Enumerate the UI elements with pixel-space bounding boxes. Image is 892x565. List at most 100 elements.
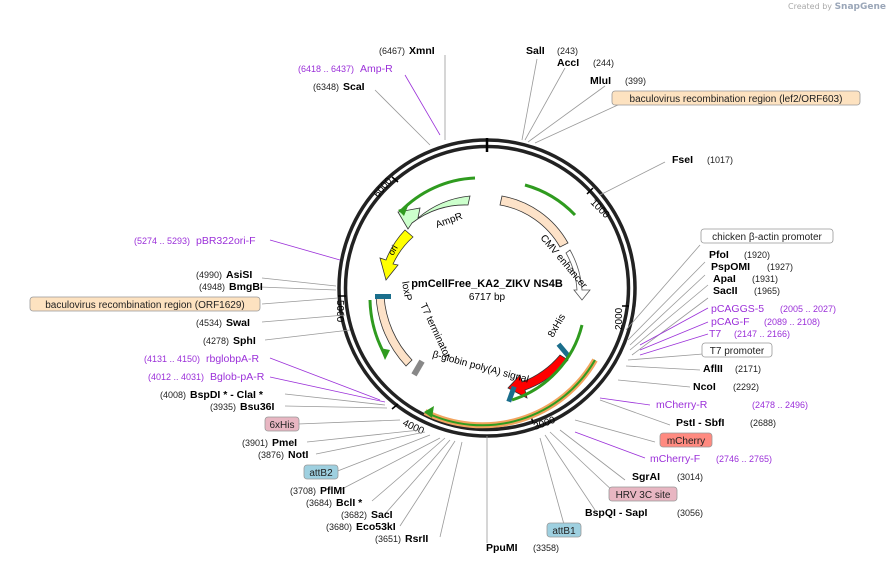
ampr-label: AmpR xyxy=(434,211,464,231)
site-bmgbi[interactable]: BmgBI xyxy=(229,281,263,293)
primer-bglob-pa-r[interactable]: Bglob-pA-R xyxy=(210,371,265,383)
site-rsrii[interactable]: RsrII xyxy=(405,533,428,545)
site-bspdi-clai[interactable]: BspDI * - ClaI * xyxy=(190,389,264,401)
site-swai[interactable]: SwaI xyxy=(226,317,250,329)
svg-text:(3684): (3684) xyxy=(306,498,332,508)
svg-text:(1931): (1931) xyxy=(752,274,778,284)
site-asisi[interactable]: AsiSI xyxy=(226,269,252,281)
tick-label-3000: 3000 xyxy=(532,415,557,433)
box-mcherry[interactable]: mCherry xyxy=(667,436,705,447)
svg-text:(4131 .. 4150): (4131 .. 4150) xyxy=(144,354,200,364)
box-6xhis[interactable]: 6xHis xyxy=(269,420,294,431)
svg-text:(4278): (4278) xyxy=(203,336,229,346)
site-xmni[interactable]: XmnI xyxy=(409,45,435,57)
left-orf-arrow xyxy=(380,348,390,360)
site-pfoi[interactable]: PfoI xyxy=(709,249,729,261)
cmv-orf-arc xyxy=(524,183,577,217)
site-ppumi[interactable]: PpuMI xyxy=(486,542,518,554)
primer-mcherry-f[interactable]: mCherry-F xyxy=(650,453,700,465)
svg-text:(2171): (2171) xyxy=(735,364,761,374)
fusion-orf-arrow xyxy=(424,406,434,418)
site-fsei[interactable]: FseI xyxy=(672,154,693,166)
site-aflii[interactable]: AflII xyxy=(703,363,723,375)
svg-text:(1017): (1017) xyxy=(707,155,733,165)
site-bcli[interactable]: BclI * xyxy=(336,497,363,509)
primer-rbglobpa-r[interactable]: rbglobpA-R xyxy=(206,353,260,365)
box-t7-promoter[interactable]: T7 promoter xyxy=(710,346,765,357)
svg-text:(399): (399) xyxy=(625,76,646,86)
svg-text:(4534): (4534) xyxy=(196,318,222,328)
sites-left: (6467) XmnI (6348) ScaI (4990) AsiSI (49… xyxy=(160,45,435,545)
site-saci[interactable]: SacI xyxy=(371,509,393,521)
svg-text:(3358): (3358) xyxy=(533,543,559,553)
svg-text:(1927): (1927) xyxy=(767,262,793,272)
his-orf-arc xyxy=(511,324,584,402)
site-bspqi-sapi[interactable]: BspQI - SapI xyxy=(585,507,648,519)
site-pflmi[interactable]: PflMI xyxy=(320,485,345,497)
snapgene-credit: Created by SnapGene xyxy=(788,2,886,12)
boxed-features: baculovirus recombination region (lef2/O… xyxy=(29,90,861,538)
primer-mcherry-r[interactable]: mCherry-R xyxy=(656,399,708,411)
svg-text:(2746 .. 2765): (2746 .. 2765) xyxy=(716,454,772,464)
site-apai[interactable]: ApaI xyxy=(713,273,736,285)
ori-feature[interactable] xyxy=(379,229,414,281)
svg-text:(3056): (3056) xyxy=(677,508,703,518)
8xhis-label: 8xHis xyxy=(546,312,568,339)
site-acci[interactable]: AccI xyxy=(557,57,579,69)
box-baculo-lef2[interactable]: baculovirus recombination region (lef2/O… xyxy=(630,94,843,105)
box-attb2[interactable]: attB2 xyxy=(309,468,333,479)
svg-text:(4012 .. 4031): (4012 .. 4031) xyxy=(148,372,204,382)
plasmid-length: 6717 bp xyxy=(469,292,506,303)
plasmid-name: pmCellFree_KA2_ZIKV NS4B xyxy=(411,278,563,290)
primer-pcaggs-5[interactable]: pCAGGS-5 xyxy=(711,303,764,315)
box-baculo-orf1629[interactable]: baculovirus recombination region (ORF162… xyxy=(45,300,245,311)
site-noti[interactable]: NotI xyxy=(288,449,308,461)
svg-text:(3935): (3935) xyxy=(210,402,236,412)
svg-text:(3901): (3901) xyxy=(242,438,268,448)
ampr-orf-arrow xyxy=(398,206,408,216)
site-psti-sbfi[interactable]: PstI - SbfI xyxy=(676,417,725,429)
primer-pcag-f[interactable]: pCAG-F xyxy=(711,316,750,328)
svg-text:(3708): (3708) xyxy=(290,486,316,496)
attb1-marker xyxy=(506,385,517,403)
svg-text:(2292): (2292) xyxy=(733,382,759,392)
loxp-label: loxP xyxy=(399,281,413,302)
primers: (6418 .. 6437) Amp-R (5274 .. 5293) pBR3… xyxy=(134,63,836,465)
svg-text:(3876): (3876) xyxy=(258,450,284,460)
site-ncoi[interactable]: NcoI xyxy=(693,381,716,393)
loxp-marker xyxy=(375,294,391,299)
svg-text:(4008): (4008) xyxy=(160,390,186,400)
site-pmei[interactable]: PmeI xyxy=(272,437,297,449)
site-sphi[interactable]: SphI xyxy=(233,335,256,347)
site-scai[interactable]: ScaI xyxy=(343,81,365,93)
ori-label: ori xyxy=(386,243,400,257)
primer-pbr322ori-f[interactable]: pBR322ori-F xyxy=(196,235,256,247)
svg-text:(6418 .. 6437): (6418 .. 6437) xyxy=(298,64,354,74)
site-sali[interactable]: SalI xyxy=(526,45,545,57)
primer-amp-r[interactable]: Amp-R xyxy=(360,63,393,75)
svg-text:(6348): (6348) xyxy=(313,82,339,92)
box-attb1[interactable]: attB1 xyxy=(552,526,576,537)
tick-label-6000: 6000 xyxy=(372,175,395,199)
chicken-actin-promoter-feature xyxy=(565,249,591,301)
tick-label-5000: 5000 xyxy=(334,300,345,323)
site-mlui[interactable]: MluI xyxy=(590,75,611,87)
site-eco53ki[interactable]: Eco53kI xyxy=(356,521,396,533)
svg-text:(3680): (3680) xyxy=(326,522,352,532)
svg-text:(2089 .. 2108): (2089 .. 2108) xyxy=(764,317,820,327)
site-pspomi[interactable]: PspOMI xyxy=(711,261,750,273)
svg-text:(244): (244) xyxy=(593,58,614,68)
svg-text:(3682): (3682) xyxy=(341,510,367,520)
svg-text:(6467): (6467) xyxy=(379,46,405,56)
site-bsu36i[interactable]: Bsu36I xyxy=(240,401,275,413)
site-sgrai[interactable]: SgrAI xyxy=(632,471,660,483)
cmv-enhancer-feature[interactable] xyxy=(499,195,569,248)
primer-t7[interactable]: T7 xyxy=(709,328,721,340)
site-sacii[interactable]: SacII xyxy=(713,285,738,297)
primer-lines xyxy=(269,74,709,459)
leader-lines xyxy=(259,55,709,543)
ampr-feature[interactable] xyxy=(397,195,471,230)
box-chicken-actin[interactable]: chicken β-actin promoter xyxy=(712,232,822,243)
box-hrv3c[interactable]: HRV 3C site xyxy=(616,490,671,501)
